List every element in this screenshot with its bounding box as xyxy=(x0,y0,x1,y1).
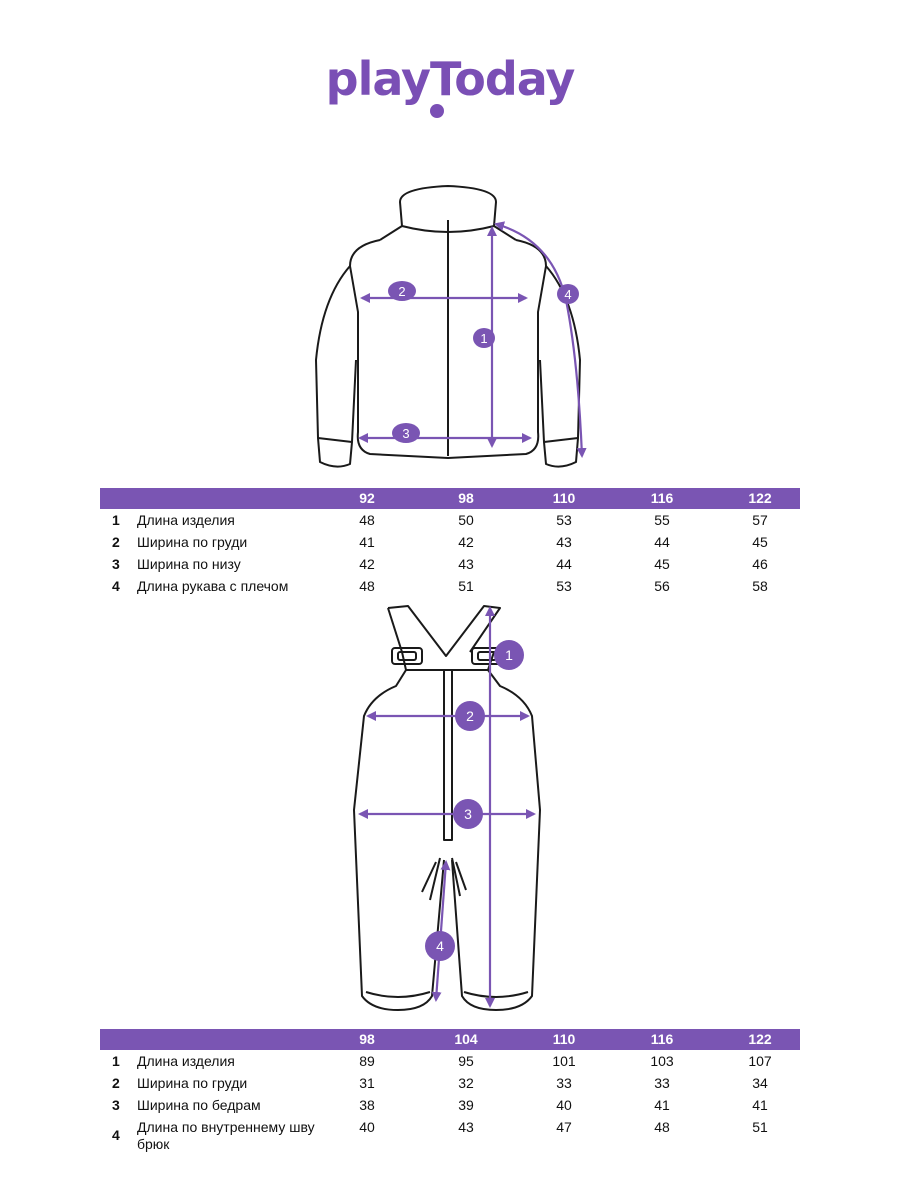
cell-value: 46 xyxy=(752,556,768,572)
jacket-marker-1: 1 xyxy=(480,331,487,346)
size-header: 122 xyxy=(748,490,772,506)
row-label: Длина изделия xyxy=(137,1053,235,1069)
row-label: Длина рукава с плечом xyxy=(137,578,289,594)
cell-value: 48 xyxy=(359,512,375,528)
row-label: Ширина по бедрам xyxy=(137,1097,261,1113)
row-number: 4 xyxy=(112,578,120,594)
row-number: 3 xyxy=(112,1097,120,1113)
table-row: 3 Ширина по низу 42 43 44 45 46 xyxy=(100,553,800,575)
row-label: Длина изделия xyxy=(137,512,235,528)
size-header: 98 xyxy=(458,490,474,506)
cell-value: 101 xyxy=(552,1053,576,1069)
row-number: 2 xyxy=(112,1075,120,1091)
overalls-diagram: 1 2 3 4 xyxy=(353,605,541,1011)
cell-value: 41 xyxy=(752,1097,768,1113)
table-row: 1 Длина изделия 48 50 53 55 57 xyxy=(100,509,800,531)
cell-value: 42 xyxy=(458,534,474,550)
row-label: Длина по внутреннему шву брюк xyxy=(137,1119,315,1152)
overalls-table-header: 98 104 110 116 122 xyxy=(100,1029,800,1050)
cell-value: 53 xyxy=(556,512,572,528)
cell-value: 34 xyxy=(752,1075,768,1091)
cell-value: 40 xyxy=(359,1119,375,1135)
jacket-marker-3: 3 xyxy=(402,426,409,441)
cell-value: 40 xyxy=(556,1097,572,1113)
brand-logo-dot xyxy=(430,104,444,118)
table-row: 1 Длина изделия 89 95 101 103 107 xyxy=(100,1050,800,1072)
cell-value: 44 xyxy=(556,556,572,572)
brand-logo: playToday xyxy=(325,52,576,106)
size-header: 116 xyxy=(650,1031,674,1047)
cell-value: 107 xyxy=(748,1053,772,1069)
row-label: Ширина по груди xyxy=(137,534,248,550)
row-number: 3 xyxy=(112,556,120,572)
cell-value: 43 xyxy=(458,556,474,572)
size-header: 110 xyxy=(552,490,576,506)
cell-value: 47 xyxy=(556,1119,572,1135)
overalls-marker-2: 2 xyxy=(466,708,474,724)
cell-value: 51 xyxy=(752,1119,768,1135)
size-header: 110 xyxy=(552,1031,576,1047)
cell-value: 53 xyxy=(556,578,572,594)
table-row: 2 Ширина по груди 31 32 33 33 34 xyxy=(100,1072,800,1094)
cell-value: 50 xyxy=(458,512,474,528)
cell-value: 44 xyxy=(654,534,670,550)
size-header: 98 xyxy=(359,1031,375,1047)
jacket-table-header: 92 98 110 116 122 xyxy=(100,488,800,509)
overalls-marker-4: 4 xyxy=(436,938,444,954)
jacket-marker-4: 4 xyxy=(564,287,571,302)
cell-value: 32 xyxy=(458,1075,474,1091)
table-row: 4 Длина по внутреннему шву брюк 40 43 47… xyxy=(100,1116,800,1156)
cell-value: 103 xyxy=(650,1053,674,1069)
cell-value: 33 xyxy=(654,1075,670,1091)
table-row: 4 Длина рукава с плечом 48 51 53 56 58 xyxy=(100,575,800,597)
size-header: 92 xyxy=(359,490,375,506)
cell-value: 41 xyxy=(359,534,375,550)
cell-value: 45 xyxy=(752,534,768,550)
overalls-inseam-line xyxy=(431,860,451,1002)
jacket-marker-2: 2 xyxy=(398,284,405,299)
cell-value: 45 xyxy=(654,556,670,572)
table-row: 3 Ширина по бедрам 38 39 40 41 41 xyxy=(100,1094,800,1116)
row-label: Ширина по груди xyxy=(137,1075,248,1091)
jacket-size-table: 92 98 110 116 122 1 Длина изделия 48 50 … xyxy=(100,488,800,597)
cell-value: 56 xyxy=(654,578,670,594)
cell-value: 43 xyxy=(556,534,572,550)
row-number: 1 xyxy=(112,512,120,528)
cell-value: 39 xyxy=(458,1097,474,1113)
cell-value: 55 xyxy=(654,512,670,528)
cell-value: 58 xyxy=(752,578,768,594)
cell-value: 43 xyxy=(458,1119,474,1135)
size-header: 104 xyxy=(454,1031,478,1047)
cell-value: 48 xyxy=(654,1119,670,1135)
row-label: Ширина по низу xyxy=(137,556,241,572)
row-number: 1 xyxy=(112,1053,120,1069)
overalls-marker-3: 3 xyxy=(464,806,472,822)
size-header: 116 xyxy=(650,490,674,506)
row-number: 4 xyxy=(112,1127,120,1143)
overalls-marker-1: 1 xyxy=(505,647,513,663)
cell-value: 57 xyxy=(752,512,768,528)
row-number: 2 xyxy=(112,534,120,550)
jacket-diagram: 1 2 3 4 xyxy=(315,185,587,468)
cell-value: 38 xyxy=(359,1097,375,1113)
table-row: 2 Ширина по груди 41 42 43 44 45 xyxy=(100,531,800,553)
cell-value: 95 xyxy=(458,1053,474,1069)
cell-value: 42 xyxy=(359,556,375,572)
cell-value: 89 xyxy=(359,1053,375,1069)
cell-value: 51 xyxy=(458,578,474,594)
cell-value: 48 xyxy=(359,578,375,594)
cell-value: 41 xyxy=(654,1097,670,1113)
cell-value: 33 xyxy=(556,1075,572,1091)
cell-value: 31 xyxy=(359,1075,375,1091)
overalls-size-table: 98 104 110 116 122 1 Длина изделия 89 95… xyxy=(100,1029,800,1156)
size-header: 122 xyxy=(748,1031,772,1047)
